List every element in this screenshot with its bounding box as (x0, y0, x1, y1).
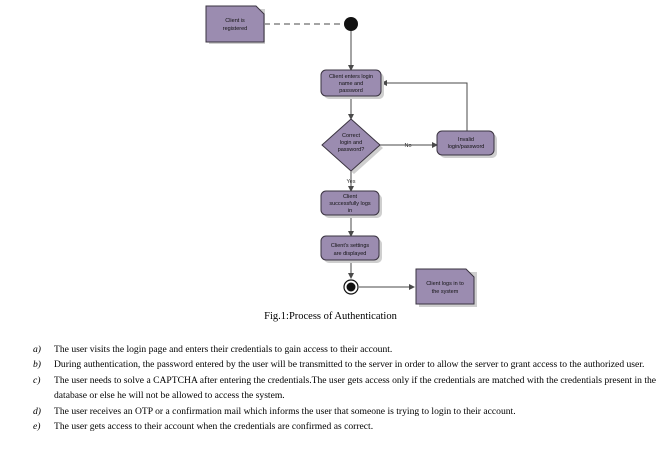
note-client-logs-in: Client logs in to the system (415, 268, 477, 307)
figure-caption: Fig.1:Process of Authentication (264, 311, 397, 322)
action-invalid-login-line-1: Invalid (458, 137, 474, 143)
list-item: e) The user gets access to their account … (33, 419, 658, 434)
decision-line-1: Correct (342, 133, 361, 139)
action-settings-displayed-line-1: Client's settings (331, 243, 370, 249)
list-item: d) The user receives an OTP or a confirma… (33, 404, 658, 419)
decision-line-3: password? (338, 147, 365, 153)
list-item-marker: b) (33, 359, 41, 371)
note-client-logs-in-line-1: Client logs in to (426, 281, 464, 287)
process-steps-list: a) The user visits the login page and ent… (33, 342, 658, 434)
end-node (343, 279, 359, 295)
list-item-marker: d) (33, 405, 41, 417)
edge-invalid-to-enter (381, 80, 468, 131)
list-item-text: During authentication, the password ente… (54, 359, 645, 371)
note-client-registered: Client is registered (205, 5, 265, 44)
action-enter-credentials-line-1: Client enters login (329, 74, 373, 80)
list-item-text: The user visits the login page and enter… (54, 344, 393, 355)
decision-line-2: login and (340, 140, 362, 146)
edge-label-no: No (404, 143, 411, 149)
action-enter-credentials-line-2: name and (339, 81, 363, 87)
decision-correct-credentials: Correct login and password? (321, 118, 383, 174)
list-item-marker: e) (33, 421, 41, 433)
list-item-text: The user gets access to their account wh… (54, 421, 374, 433)
edge-label-yes: Yes (347, 179, 356, 185)
note-client-registered-line-1: Client is (225, 18, 245, 24)
action-successful-login-line-3: in (348, 208, 352, 214)
action-invalid-login-line-2: login/password (448, 144, 485, 150)
start-node (344, 17, 358, 31)
edges (264, 23, 468, 290)
action-invalid-login: Invalid login/password (436, 130, 497, 158)
action-successful-login-line-1: Client (343, 194, 358, 200)
action-successful-login: Client successfully logs in (320, 190, 382, 218)
list-item-marker: c) (33, 374, 41, 386)
action-enter-credentials-line-3: password (339, 88, 363, 94)
action-enter-credentials: Client enters login name and password (320, 69, 384, 99)
note-client-registered-line-2: registered (223, 26, 247, 32)
list-item: b) During authentication, the password en… (33, 357, 658, 372)
action-settings-displayed-line-2: are displayed (334, 251, 367, 257)
note-client-logs-in-line-2: the system (432, 289, 459, 295)
list-item-marker: a) (33, 344, 41, 355)
action-settings-displayed: Client's settings are displayed (320, 235, 382, 263)
list-item: c) The user needs to solve a CAPTCHA afte… (33, 373, 658, 404)
list-item: a) The user visits the login page and ent… (33, 342, 658, 357)
action-successful-login-line-2: successfully logs (329, 201, 371, 207)
activity-diagram: No Yes Client is registered Client enter… (205, 5, 497, 307)
list-item-text: The user needs to solve a CAPTCHA after … (54, 374, 657, 402)
list-item-text: The user receives an OTP or a confirmati… (54, 405, 516, 417)
